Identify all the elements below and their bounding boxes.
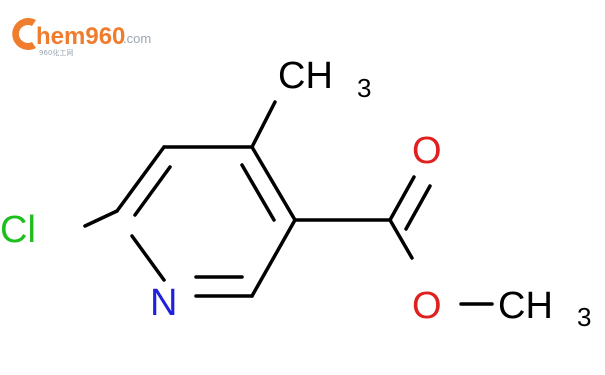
group-ch3-ester-subscript: 3	[577, 302, 591, 332]
group-ch3-top: CH	[278, 55, 333, 97]
atom-n: N	[150, 282, 177, 324]
atom-o-carbonyl: O	[412, 130, 442, 172]
logo-brand-text: hem960	[36, 23, 125, 50]
atom-o-ester: O	[412, 285, 442, 327]
group-ch3-top-subscript: 3	[357, 73, 371, 103]
bond-c6-cl	[83, 209, 119, 228]
logo-domain-suffix: .com	[123, 31, 151, 46]
bond-n-c6	[130, 234, 166, 282]
bond-c-o-ester	[388, 218, 414, 260]
bond-c6-c5	[115, 145, 166, 213]
bond-c4-ch3	[250, 100, 277, 149]
bonds	[83, 100, 494, 306]
bond-c4-c3	[250, 145, 297, 222]
atom-cl: Cl	[0, 209, 36, 251]
logo-sub-text: 960化工网	[39, 48, 73, 56]
bond-co-double-b	[404, 184, 432, 231]
chem960-logo: hem960 .com 960化工网	[12, 18, 151, 56]
logo-c-mark	[12, 18, 36, 50]
group-ch3-ester: CH	[498, 285, 553, 327]
bond-c3-c2	[250, 218, 297, 298]
bond-c6-c5-inner	[133, 165, 172, 217]
bond-co-double-a	[388, 175, 416, 222]
bond-c4-c3-inner	[240, 163, 276, 222]
